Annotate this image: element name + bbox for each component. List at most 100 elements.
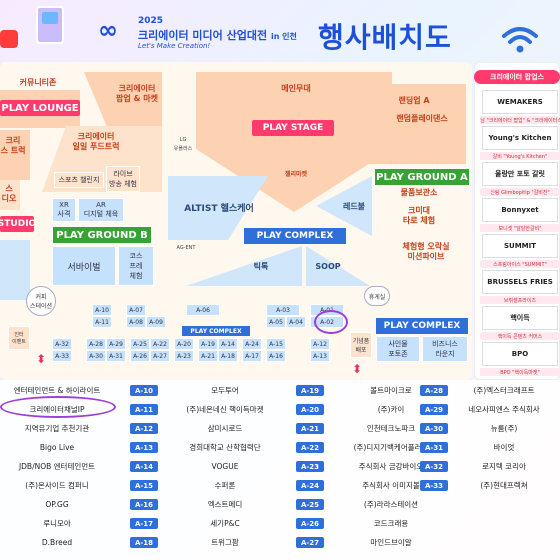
booth-cell: A-18	[218, 350, 238, 362]
photo-booth: 사인물 포토존	[376, 336, 420, 362]
right-orange-area	[360, 84, 466, 164]
sponsor-caption: 신림 Glimbopitip "갈비찬"	[480, 188, 560, 196]
booth-name: 모두투어	[211, 386, 239, 395]
booth-name: OP.GG	[45, 500, 69, 509]
booth-name: 뉴룸(주)	[490, 424, 518, 433]
booth-cell: A-15	[266, 338, 286, 350]
sponsor-caption: BPO "핵이득마켓"	[480, 368, 560, 376]
booth-cell: A-05	[266, 316, 286, 328]
booth-cell: A-19	[198, 338, 218, 350]
booth-code: A-25	[296, 499, 324, 510]
cosplay-booth: 코스 프레 체험	[118, 246, 154, 286]
booth-code: A-22	[296, 442, 324, 453]
booth-cell: A-27	[150, 350, 170, 362]
booth-name: 엑스트메디	[207, 500, 243, 509]
sponsor-logo: 핵이득	[482, 306, 558, 330]
booth-cell: A-32	[52, 338, 72, 350]
booth-code: A-14	[130, 461, 158, 472]
tiktok-label: 틱톡	[253, 262, 269, 271]
sponsor-logo: Young's Kitchen	[482, 126, 558, 150]
booth-cell: A-26	[130, 350, 150, 362]
left-studio-label: 스 디오	[1, 184, 17, 203]
booth-cell: A-13	[310, 350, 330, 362]
booth-name: 수퍼론	[214, 481, 236, 490]
booth-code: A-12	[130, 423, 158, 434]
survival-booth: 서바이벌	[52, 246, 116, 286]
wifi-icon	[502, 27, 538, 53]
sponsor-caption: 스프링아이스 "SUMMIT"	[480, 260, 560, 268]
booth-name: 인천테크노파크	[366, 424, 416, 433]
booth-cell: A-29	[106, 338, 126, 350]
gameboy-icon	[36, 6, 64, 44]
left-truck-area	[0, 130, 30, 180]
booth-name: (주)디지기백케어플러스	[353, 443, 429, 452]
random-play-label: 랜덤플레이댄스	[396, 114, 448, 123]
booth-name: (주)온사이드 컴퍼니	[25, 481, 89, 490]
booth-code: A-28	[420, 385, 448, 396]
creator-popup-label: 크리에이터 팝업 & 마켓	[116, 84, 158, 103]
sponsor-sidebar-title: 크리에이터 팝업스	[474, 70, 560, 84]
sponsor-caption: 갈비 "Young's Kitchen"	[480, 152, 560, 160]
booth-name: 루니모아	[43, 519, 71, 528]
booth-cell: A-14	[218, 338, 238, 350]
booth-name: 경희대학교 산학협력단	[189, 443, 261, 452]
left-blue-area	[0, 240, 30, 300]
altist-label: ALTIST 헬스케어	[184, 204, 254, 214]
play-lounge-sign: PLAY LOUNGE	[0, 100, 80, 116]
community-zone-label: 커뮤니티존	[19, 78, 57, 87]
booth-cell: A-22	[150, 338, 170, 350]
booth-cell: A-09	[146, 316, 166, 328]
booth-cell: A-20	[174, 338, 194, 350]
booth-code: A-18	[130, 537, 158, 548]
redbull-label: 레드불	[342, 202, 366, 211]
jellymarket-label: 젤리마켓	[284, 171, 308, 178]
sports-challenge-booth: 스포츠 챌린지	[54, 172, 104, 188]
booth-code: A-19	[296, 385, 324, 396]
booth-code: A-26	[296, 518, 324, 529]
main-stage-label: 메인무대	[281, 84, 311, 93]
booth-name: (주)라라스테이션	[363, 500, 419, 509]
booth-name: 주식회사 금강바이오	[358, 462, 424, 471]
booth-name: 트위그팜	[211, 538, 239, 547]
left-info-booth: 인터 이벤트	[8, 326, 30, 350]
booth-name: Bigo Live	[39, 443, 75, 452]
booth-cell: A-10	[92, 304, 112, 316]
booth-code: A-13	[130, 442, 158, 453]
booth-code: A-30	[420, 423, 448, 434]
booth-name: 마인드브이알	[370, 538, 412, 547]
booth-cell: A-06	[186, 304, 220, 316]
booth-code: A-11	[130, 404, 158, 415]
play-complex-right-sign: PLAY COMPLEX	[376, 318, 468, 334]
booth-code: A-15	[130, 480, 158, 491]
rest-area-badge: 휴게실	[364, 286, 390, 306]
down-arrow-icon: ⬍	[352, 362, 363, 376]
booth-name: (주)현대프렉쳐	[480, 481, 528, 490]
food-truck-label: 크리에이터 일일 푸드트럭	[72, 132, 120, 151]
ar-booth: AR 디지털 체육	[78, 198, 124, 222]
booth-code: A-17	[130, 518, 158, 529]
arcade-label: 체험형 오락실 미션파이브	[402, 242, 450, 261]
booth-cell: A-25	[130, 338, 150, 350]
event-year: 2025	[138, 16, 164, 26]
soop-label: SOOP	[315, 262, 341, 271]
sponsor-logo: Bonnyxet	[482, 198, 558, 222]
booth-name: 코드크래용	[373, 519, 409, 528]
booth-code: A-32	[420, 461, 448, 472]
booth-code: A-27	[296, 537, 324, 548]
booth-cell: A-21	[198, 350, 218, 362]
booth-code: A-16	[130, 499, 158, 510]
landing-up-label: 랜딩업 A	[398, 96, 430, 105]
booth-name: 네오사피엔스 주식회사	[468, 405, 540, 414]
left-studio-area	[0, 180, 20, 210]
booth-name: 볼트마이크로	[370, 386, 412, 395]
booth-cell: A-33	[52, 350, 72, 362]
booth-code: A-10	[130, 385, 158, 396]
booth-code: A-33	[420, 480, 448, 491]
event-title: 크리에이터 미디어 산업대전 in 인천	[138, 29, 297, 42]
sponsor-logo: WEMAKERS	[482, 90, 558, 114]
booth-name: 지역유기업 추천기관	[24, 424, 90, 433]
live-experience-booth: 라이브 방송 체험	[106, 166, 140, 192]
booth-name: 삼미시로드	[207, 424, 243, 433]
sponsor-logo: SUMMIT	[482, 234, 558, 258]
event-slogan: Let's Make Creation!	[138, 42, 211, 50]
